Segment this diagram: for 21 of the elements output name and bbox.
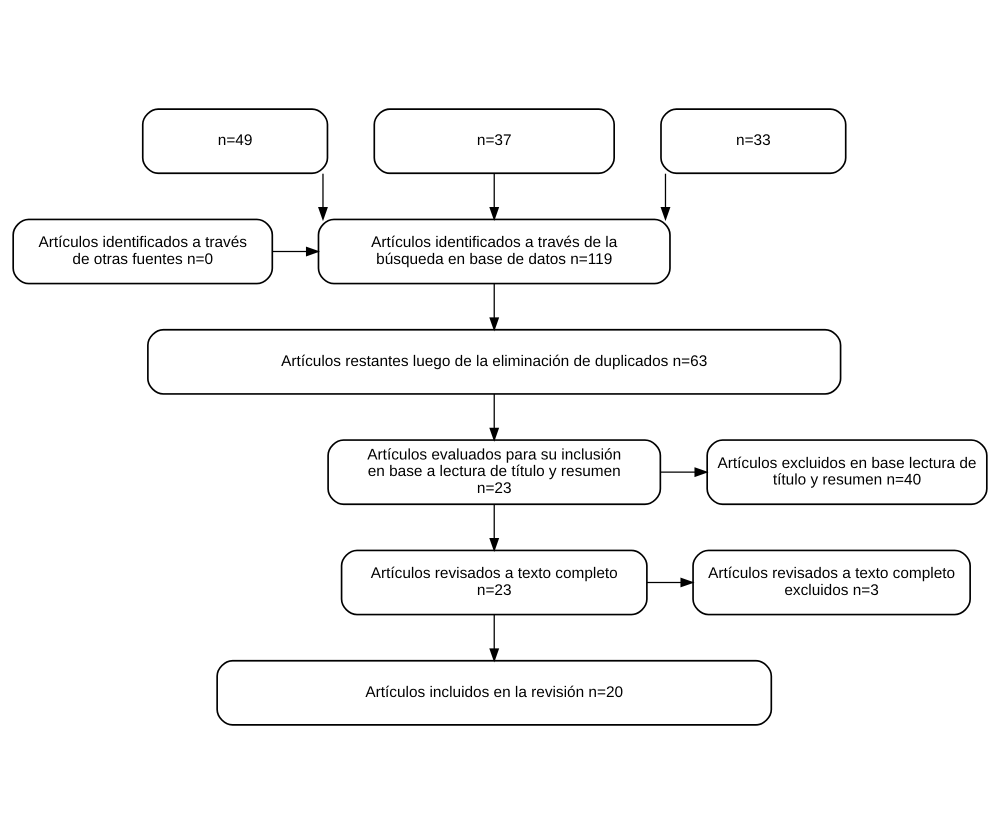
arrow (489, 284, 500, 332)
node-box: Artículos identificados a través de otras fuentes n=0 (12, 218, 274, 284)
arrow (489, 614, 500, 662)
arrow (489, 504, 500, 552)
node-box: Artículos revisados a texto completo excluidos n=3 (692, 550, 971, 616)
node-box: Artículos incluidos en la revisión n=20 (216, 660, 772, 726)
node-box: Artículos identificados a través de la búsqueda en base de datos n=119 (318, 218, 671, 284)
node-box: Artículos evaluados para su inclusión en base a lectura de título y resumen n=23 (327, 439, 662, 506)
arrow (647, 578, 695, 588)
node-box: n=37 (373, 108, 615, 174)
node-box: Artículos revisados a texto completo n=23 (340, 550, 648, 616)
arrow (489, 174, 500, 222)
arrow (660, 174, 670, 222)
node-box: n=33 (660, 108, 847, 174)
node-box: Artículos restantes luego de la eliminación de duplicados n=63 (147, 328, 842, 395)
node-box: Artículos excluidos en base lectura de título y resumen n=40 (706, 439, 988, 506)
node-box: n=49 (142, 108, 328, 174)
arrow (489, 394, 500, 442)
arrow (660, 467, 709, 478)
arrow (318, 174, 328, 222)
arrow (272, 246, 320, 256)
